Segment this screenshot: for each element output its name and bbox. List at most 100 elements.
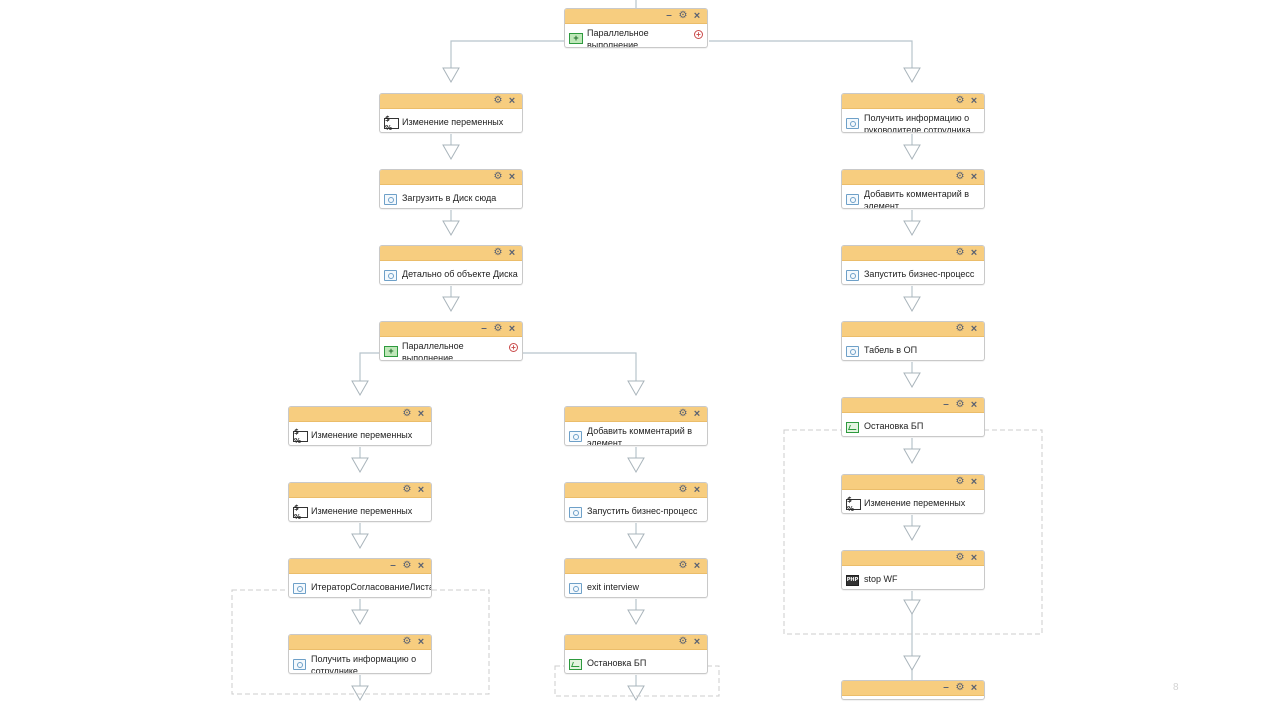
block-title: Добавить комментарий в элемент	[587, 426, 693, 446]
gear-icon[interactable]: ⚙	[402, 560, 412, 571]
activity-stop-process[interactable]: – ⚙ × Остановка БП	[841, 397, 985, 437]
activity-partial[interactable]: – ⚙ ×	[841, 680, 985, 700]
gear-icon[interactable]: ⚙	[678, 408, 688, 419]
connector-arrow	[903, 372, 921, 389]
activity-iterator[interactable]: – ⚙ × ИтераторСогласованиеЛиста	[288, 558, 432, 598]
block-header: ⚙ ×	[565, 483, 707, 498]
activity-set-variables[interactable]: ⚙ × $ % Изменение переменных	[841, 474, 985, 514]
close-icon[interactable]: ×	[970, 476, 978, 488]
gear-icon[interactable]: ⚙	[955, 476, 965, 487]
minimize-icon[interactable]: –	[390, 560, 396, 571]
add-branch-icon[interactable]: +	[694, 30, 703, 39]
gear-icon[interactable]: ⚙	[955, 323, 965, 334]
activity-start-process[interactable]: ⚙ × Запустить бизнес-процесс	[841, 245, 985, 285]
activity-set-variables[interactable]: ⚙ × $ % Изменение переменных	[379, 93, 523, 133]
gear-icon[interactable]: ⚙	[955, 552, 965, 563]
minimize-icon[interactable]: –	[481, 323, 487, 334]
minimize-icon[interactable]: –	[943, 682, 949, 693]
activity-start-process[interactable]: ⚙ × Запустить бизнес-процесс	[564, 482, 708, 522]
block-title: Получить информацию о сотруднике	[311, 654, 417, 674]
gear-icon[interactable]: ⚙	[402, 484, 412, 495]
add-branch-icon[interactable]: +	[509, 343, 518, 352]
close-icon[interactable]: ×	[970, 171, 978, 183]
activity-set-variables[interactable]: ⚙ × $ % Изменение переменных	[288, 406, 432, 446]
activity-icon	[293, 659, 306, 670]
connector-arrow	[903, 599, 921, 616]
activity-set-variables[interactable]: ⚙ × $ % Изменение переменных	[288, 482, 432, 522]
gear-icon[interactable]: ⚙	[955, 95, 965, 106]
close-icon[interactable]: ×	[970, 247, 978, 259]
gear-icon[interactable]: ⚙	[678, 10, 688, 21]
close-icon[interactable]: ×	[508, 171, 516, 183]
gear-icon[interactable]: ⚙	[402, 636, 412, 647]
close-icon[interactable]: ×	[508, 95, 516, 107]
close-icon[interactable]: ×	[417, 560, 425, 572]
close-icon[interactable]: ×	[970, 95, 978, 107]
close-icon[interactable]: ×	[508, 323, 516, 335]
block-title: Изменение переменных	[864, 498, 966, 508]
close-icon[interactable]: ×	[970, 682, 978, 694]
stop-icon	[846, 422, 859, 433]
connector-arrow	[903, 655, 921, 672]
close-icon[interactable]: ×	[693, 560, 701, 572]
block-header: – ⚙ ×	[842, 398, 984, 413]
close-icon[interactable]: ×	[970, 323, 978, 335]
block-title: Загрузить в Диск сюда	[402, 193, 497, 203]
gear-icon[interactable]: ⚙	[493, 323, 503, 334]
variables-icon: $ %	[293, 504, 308, 521]
activity-add-comment[interactable]: ⚙ × Добавить комментарий в элемент	[564, 406, 708, 446]
activity-upload-disk[interactable]: ⚙ × Загрузить в Диск сюда	[379, 169, 523, 209]
activity-disk-details[interactable]: ⚙ × Детально об объекте Диска	[379, 245, 523, 285]
activity-get-manager-info[interactable]: ⚙ × Получить информацию о руководителе с…	[841, 93, 985, 133]
activity-get-employee-info[interactable]: ⚙ × Получить информацию о сотруднике	[288, 634, 432, 674]
block-header: ⚙ ×	[842, 94, 984, 109]
gear-icon[interactable]: ⚙	[402, 408, 412, 419]
activity-stop-process[interactable]: ⚙ × Остановка БП	[564, 634, 708, 674]
gear-icon[interactable]: ⚙	[955, 247, 965, 258]
close-icon[interactable]: ×	[693, 484, 701, 496]
gear-icon[interactable]: ⚙	[493, 247, 503, 258]
close-icon[interactable]: ×	[693, 408, 701, 420]
connector-arrow	[903, 296, 921, 313]
block-header: ⚙ ×	[842, 551, 984, 566]
gear-icon[interactable]: ⚙	[493, 171, 503, 182]
close-icon[interactable]: ×	[417, 636, 425, 648]
variables-icon: $ %	[293, 428, 308, 445]
close-icon[interactable]: ×	[693, 10, 701, 22]
close-icon[interactable]: ×	[417, 408, 425, 420]
block-header: ⚙ ×	[380, 94, 522, 109]
gear-icon[interactable]: ⚙	[955, 682, 965, 693]
close-icon[interactable]: ×	[417, 484, 425, 496]
gear-icon[interactable]: ⚙	[955, 171, 965, 182]
close-icon[interactable]: ×	[508, 247, 516, 259]
gear-icon[interactable]: ⚙	[678, 484, 688, 495]
activity-add-comment[interactable]: ⚙ × Добавить комментарий в элемент	[841, 169, 985, 209]
minimize-icon[interactable]: –	[666, 10, 672, 21]
gear-icon[interactable]: ⚙	[678, 636, 688, 647]
block-header: ⚙ ×	[380, 246, 522, 261]
parallel-icon	[384, 346, 398, 357]
activity-icon	[569, 583, 582, 594]
activity-parallel-top[interactable]: – ⚙ × Параллельное выполнение +	[564, 8, 708, 48]
close-icon[interactable]: ×	[970, 552, 978, 564]
activity-icon	[846, 346, 859, 357]
gear-icon[interactable]: ⚙	[678, 560, 688, 571]
close-icon[interactable]: ×	[693, 636, 701, 648]
block-title: Получить информацию о руководителе сотру…	[864, 113, 971, 133]
block-title: exit interview	[587, 582, 640, 592]
activity-parallel-mid[interactable]: – ⚙ × Параллельное выполнение +	[379, 321, 523, 361]
connector-arrow	[351, 685, 369, 702]
minimize-icon[interactable]: –	[943, 399, 949, 410]
block-header: ⚙ ×	[289, 407, 431, 422]
close-icon[interactable]: ×	[970, 399, 978, 411]
activity-tabel[interactable]: ⚙ × Табель в ОП	[841, 321, 985, 361]
gear-icon[interactable]: ⚙	[493, 95, 503, 106]
block-header: – ⚙ ×	[565, 9, 707, 24]
gear-icon[interactable]: ⚙	[955, 399, 965, 410]
activity-exit-interview[interactable]: ⚙ × exit interview	[564, 558, 708, 598]
connector-arrow	[903, 525, 921, 542]
block-title: Детально об объекте Диска	[402, 269, 518, 279]
activity-php-code[interactable]: ⚙ × PHP stop WF	[841, 550, 985, 590]
block-title: stop WF	[864, 574, 898, 584]
